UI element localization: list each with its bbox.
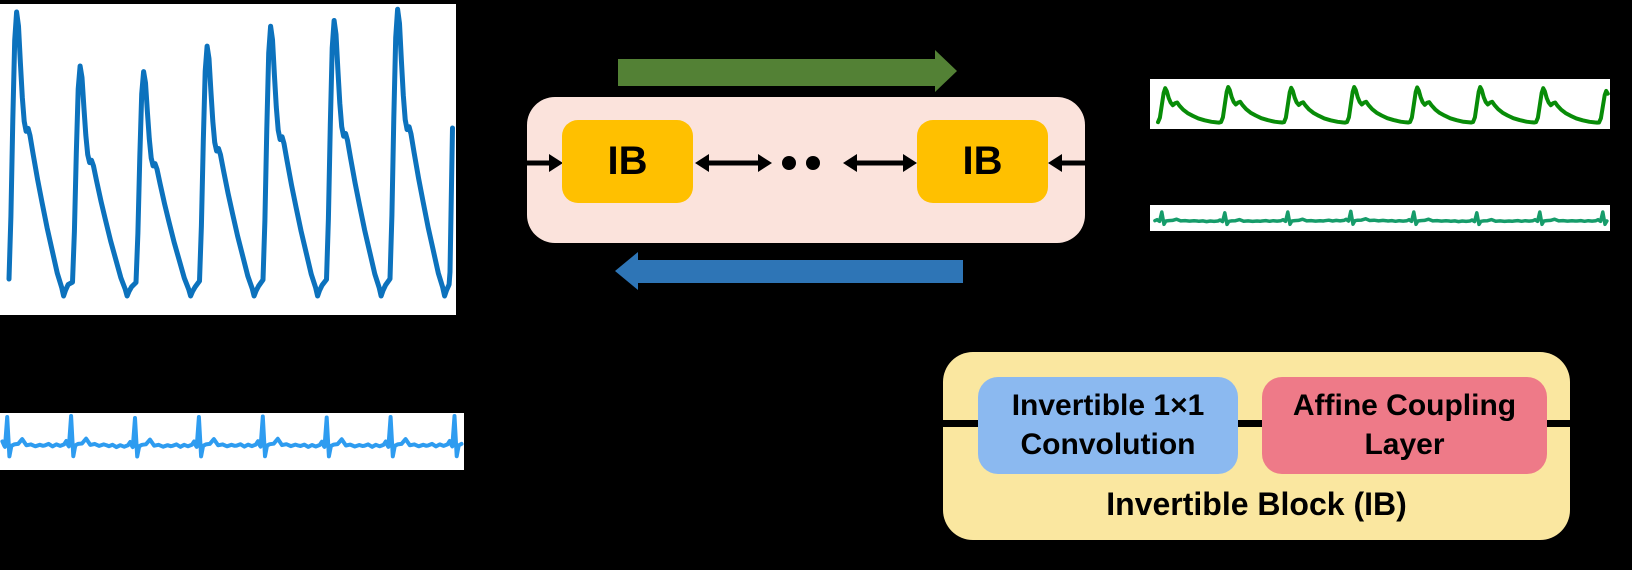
forward-arrow-icon	[618, 50, 957, 92]
signal-flow-arrows	[527, 154, 1085, 172]
waveform-panel-ppg-output	[1150, 79, 1610, 129]
ib-label: IB	[607, 139, 648, 183]
abp-waveform	[6, 6, 455, 299]
ecg-output-waveform	[1153, 209, 1609, 227]
ecg-input-waveform	[0, 414, 464, 459]
invertible-block-2: IB	[917, 120, 1048, 203]
ecg-input-waveform-trace	[0, 414, 464, 459]
left-entry-arrow-icon	[527, 154, 563, 172]
affine-coupling-label: Affine Coupling Layer	[1292, 389, 1517, 461]
connector-line	[1238, 420, 1264, 427]
ecg-output-waveform-trace	[1153, 209, 1609, 227]
ib-label: IB	[962, 139, 1003, 183]
ellipsis-dot	[806, 156, 820, 170]
waveform-panel-abp-input	[0, 4, 456, 315]
invertible-block-1: IB	[562, 120, 693, 203]
ellipsis-dot	[782, 156, 796, 170]
bidirectional-arrow-icon	[695, 154, 772, 172]
bidirectional-arrow-icon	[843, 154, 917, 172]
ppg-output-waveform-trace	[1156, 85, 1610, 125]
invertible-conv-label: Invertible 1×1 Convolution	[1011, 389, 1205, 461]
connector-line	[941, 420, 980, 427]
ib-detail-panel: Invertible 1×1 Convolution Affine Coupli…	[941, 352, 1574, 540]
waveform-panel-ecg-output	[1150, 205, 1610, 231]
invertible-network-container: IB IB	[527, 97, 1085, 243]
ib-detail-caption: Invertible Block (IB)	[1106, 486, 1407, 522]
affine-coupling-box: Affine Coupling Layer	[1262, 377, 1547, 474]
right-entry-arrow-icon	[1048, 154, 1085, 172]
inverse-arrow-icon	[615, 252, 963, 290]
invertible-conv-box: Invertible 1×1 Convolution	[978, 377, 1238, 474]
inverse-arrow-shape	[615, 252, 963, 290]
abp-waveform-trace	[6, 6, 455, 299]
waveform-panel-ecg-input	[0, 413, 464, 470]
forward-arrow-shape	[618, 50, 957, 92]
ppg-output-waveform	[1156, 85, 1610, 125]
connector-line	[1545, 420, 1574, 427]
